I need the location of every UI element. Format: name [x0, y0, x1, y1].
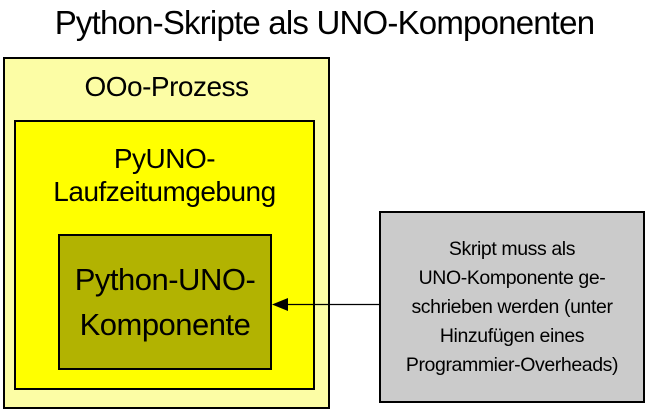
- python-uno-component-label: Python-UNO- Komponente: [75, 257, 256, 347]
- pyuno-runtime-box: PyUNO- Laufzeitumgebung Python-UNO- Komp…: [14, 120, 315, 390]
- pyuno-runtime-label-line2: Laufzeitumgebung: [53, 176, 276, 207]
- note-line: UNO-Komponente ge-: [418, 266, 606, 289]
- note-box: Skript muss als UNO-Komponente ge- schri…: [379, 211, 645, 403]
- ooo-process-box: OOo-Prozess PyUNO- Laufzeitumgebung Pyth…: [3, 57, 330, 409]
- python-uno-component-label-line2: Komponente: [79, 307, 251, 342]
- python-uno-component-label-line1: Python-UNO-: [74, 262, 256, 297]
- page-title: Python-Skripte als UNO-Komponenten: [54, 4, 595, 41]
- note-line: Hinzufügen eines: [439, 324, 585, 347]
- note-line: Skript muss als: [448, 237, 576, 260]
- pyuno-runtime-label: PyUNO- Laufzeitumgebung: [16, 142, 313, 208]
- python-uno-component-box: Python-UNO- Komponente: [58, 234, 272, 370]
- note-line: schrieben werden (unter: [411, 295, 613, 318]
- pyuno-runtime-label-line1: PyUNO-: [113, 143, 216, 174]
- ooo-process-label: OOo-Prozess: [84, 71, 249, 102]
- note-line: Programmier-Overheads): [405, 353, 619, 376]
- left-arrow-connector: [272, 298, 381, 311]
- arrowhead-icon: [272, 298, 288, 311]
